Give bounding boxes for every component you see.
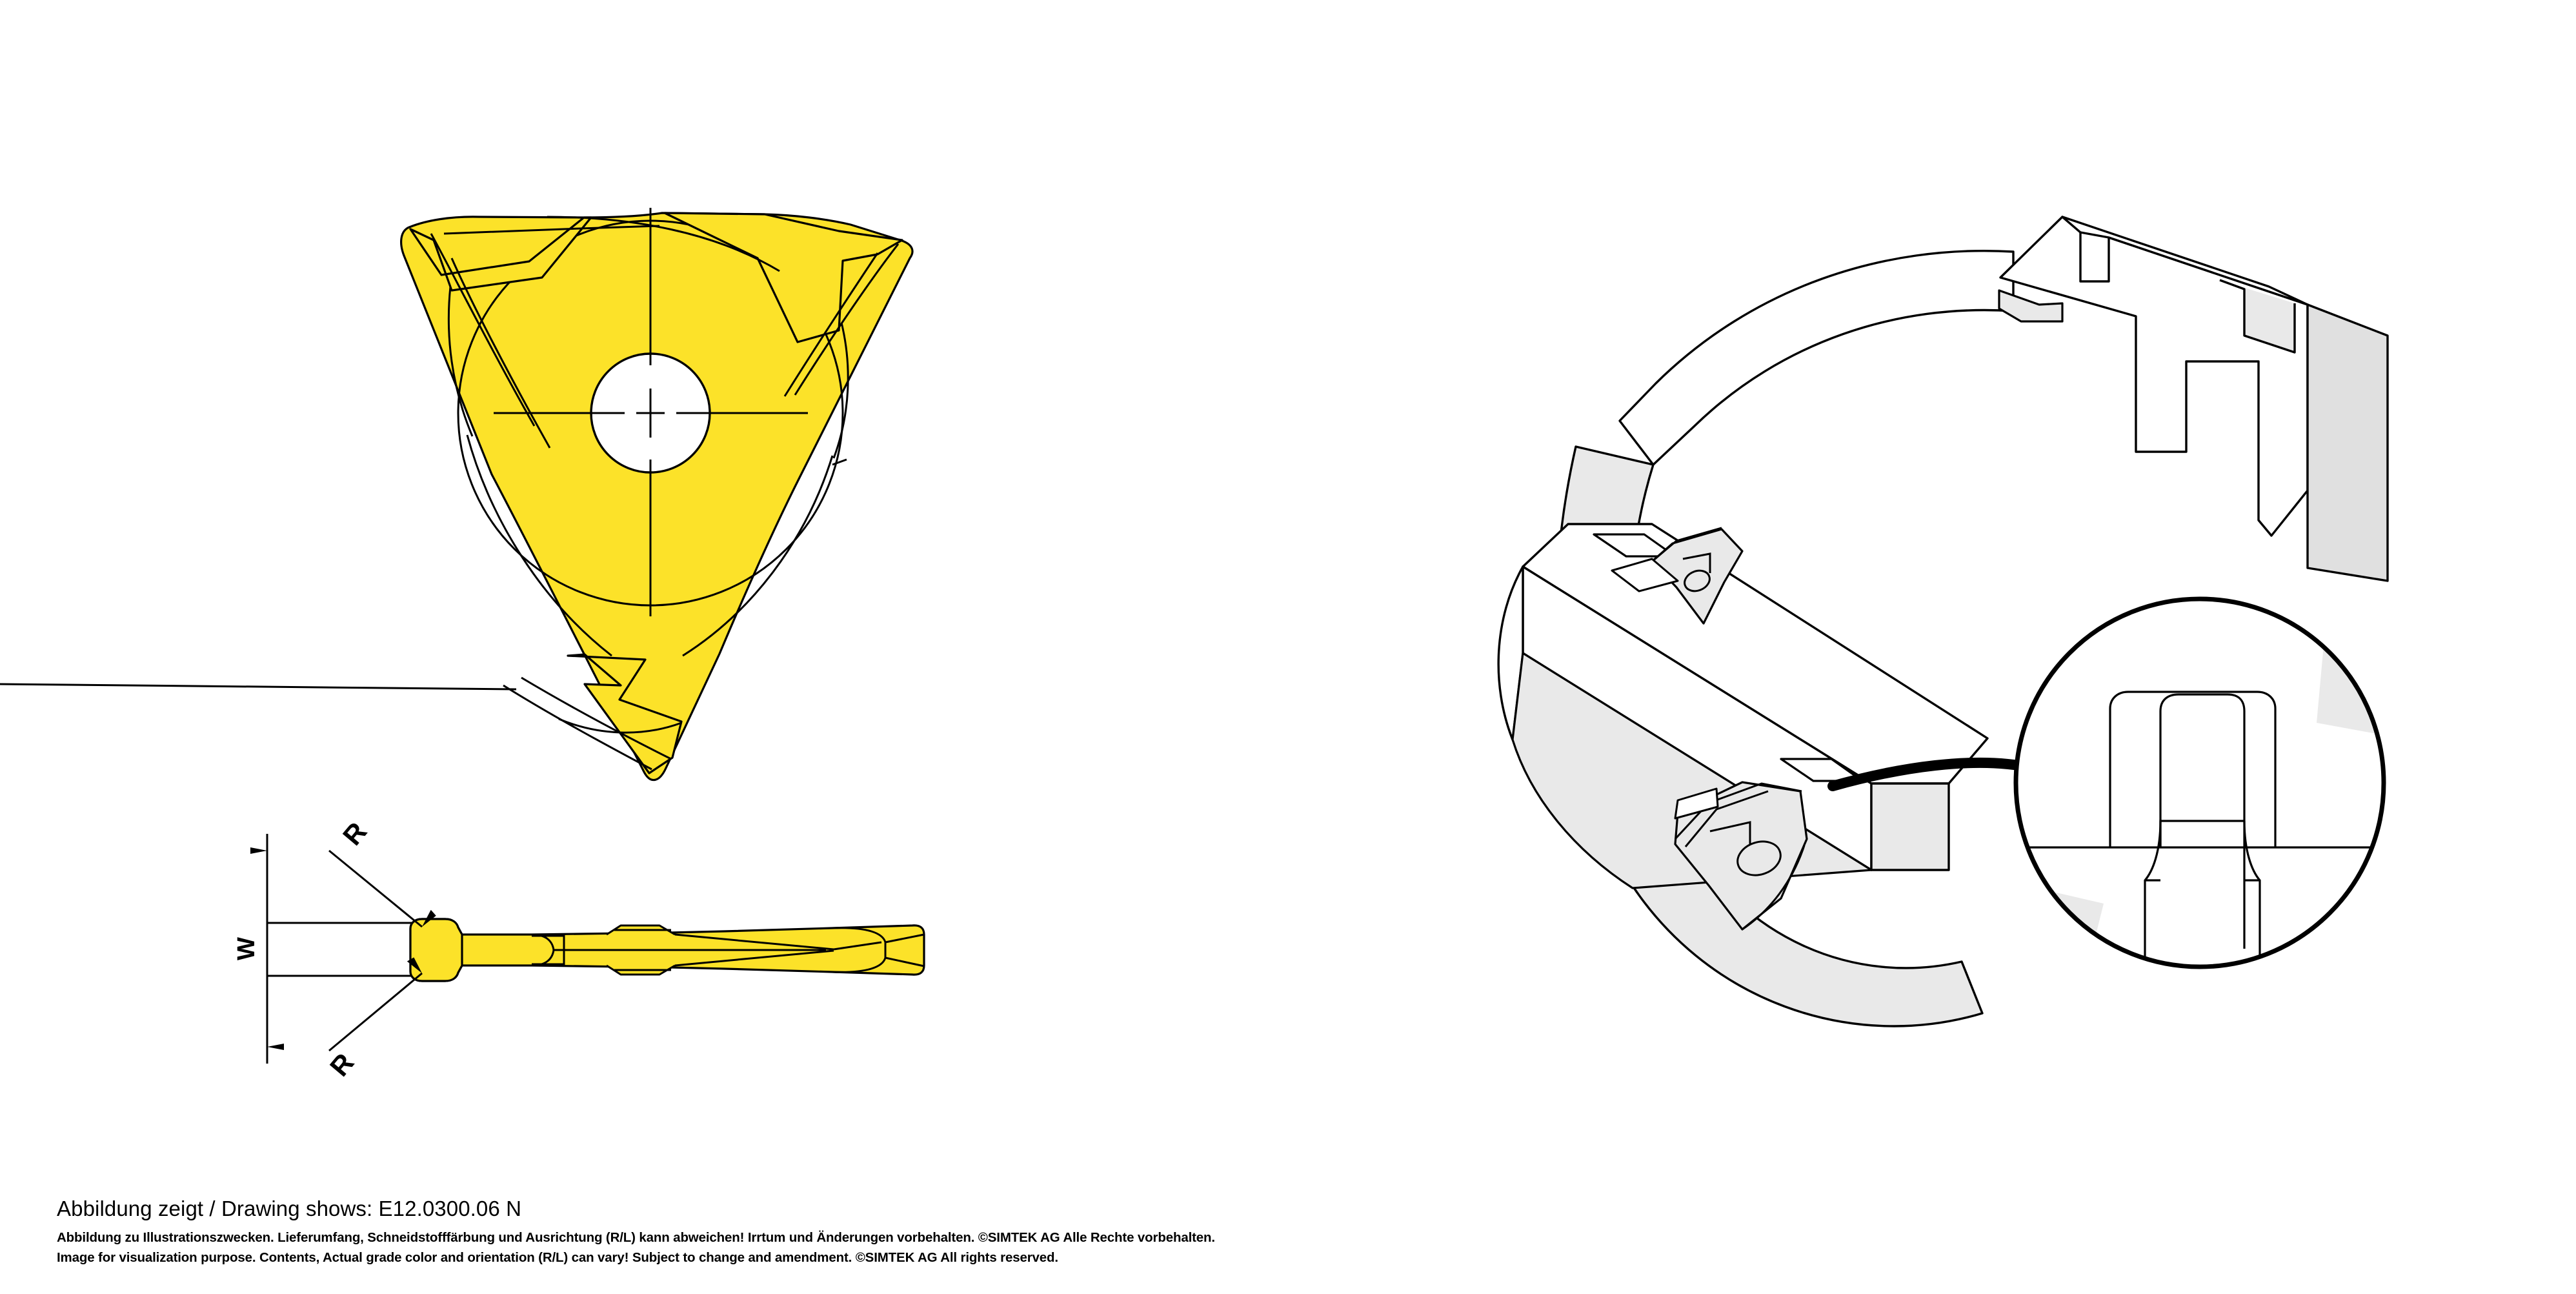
chipbreaker-edge-top-left-a: [430, 233, 536, 427]
side-waist-lower-b: [532, 950, 565, 965]
chipbreaker-edge-top-right-b: [783, 252, 879, 397]
chipbreaker-notch-top-left: [409, 216, 592, 292]
chipbreaker-edge-top-right-a: [794, 243, 900, 396]
assembly-insert-upper-notch: [1682, 552, 1711, 573]
assembly-insert-lower-shim: [1674, 787, 1719, 820]
insert-seat-upper: [1593, 533, 1676, 558]
side-waist-upper: [531, 933, 721, 951]
side-right-flare: [832, 927, 887, 973]
holder-top-block: [1999, 216, 2309, 537]
assembly-insert-upper-edge-top: [1651, 527, 1722, 563]
insert-top-outline: [400, 212, 914, 781]
assembly-insert-lower-face: [1674, 781, 1808, 931]
assembly-insert-lower-notch: [1709, 821, 1751, 851]
assembly-insert-upper-shim: [1611, 558, 1679, 592]
dimension-label-w: W: [227, 929, 266, 968]
assembly-insert-lower-relief: [1742, 845, 1806, 931]
detail-circle-fill: [2016, 599, 2384, 967]
disclaimer-english: Image for visualization purpose. Content…: [57, 1250, 1058, 1265]
side-right-flare-tip-upper: [885, 933, 925, 944]
tool-shank-front-face: [1522, 565, 1873, 871]
chipbreaker-notch-top-right: [663, 212, 903, 343]
land-line-top: [443, 225, 660, 235]
insert-seat-lower: [1780, 758, 1864, 782]
detail-root-radius-right: [2243, 820, 2261, 967]
holder-right-face-shade: [2306, 303, 2389, 582]
side-mid-relief-bottom: [606, 964, 676, 976]
assembly-insert-lower-hole: [1736, 840, 1782, 876]
footer-block: Abbildung zeigt / Drawing shows: E12.030…: [57, 1195, 1993, 1268]
insert-side-body: [409, 918, 925, 982]
dimension-label-r-top-text: R: [336, 816, 373, 851]
tool-shank-underside-shade: [1511, 652, 1873, 889]
detail-thread-crest: [2109, 691, 2277, 847]
chipbreaker-notch-bottom: [567, 653, 683, 774]
side-flute-upper: [674, 933, 834, 951]
assembly-insert-lower-edge-land: [1684, 790, 1769, 847]
relief-arc-bottom: [558, 718, 682, 734]
side-flute-tail-upper: [833, 941, 882, 951]
disclaimer-german: Abbildung zu Illustrationszwecken. Liefe…: [57, 1230, 1215, 1245]
detail-tip-nib: [2145, 964, 2154, 967]
insert-side-view-group: [250, 834, 925, 1064]
chipbreaker-edge-bottom-a: [503, 684, 652, 771]
side-left-flare: [409, 918, 463, 982]
detail-circle-border: [2013, 596, 2386, 969]
assembly-insert-upper-hole: [1684, 569, 1711, 592]
assembly-isometric-group: [1497, 216, 2389, 1058]
insert-clamp-hole: [590, 352, 711, 474]
chipbreaker-edge-top-left-b: [450, 258, 551, 449]
tool-shank-top-face: [1522, 523, 1989, 785]
detail-root-radius-left: [2144, 820, 2162, 967]
side-mid-relief-top: [606, 924, 676, 936]
insert-top-view-group: [0, 208, 914, 781]
workpiece-ring-inner-shade: [1555, 445, 1984, 1027]
holder-top-slot-left: [1998, 289, 2064, 323]
relief-arc-top-left: [447, 286, 474, 437]
tool-shank-side-face-shade: [1870, 782, 1950, 871]
drawing-shows-title: Abbildung zeigt / Drawing shows: E12.030…: [57, 1197, 522, 1220]
relief-arc-top-right: [832, 322, 849, 459]
radius-leader-upper: [328, 849, 436, 928]
corner-tick-bottom: [0, 683, 517, 691]
side-flute-lower: [674, 949, 834, 967]
dimension-label-r-top: R: [328, 807, 383, 862]
dimension-label-w-text: W: [233, 937, 260, 960]
detail-leader-arc: [1827, 757, 2038, 791]
face-arc-left: [466, 434, 612, 657]
insert-inscribed-circle: [457, 219, 844, 607]
dimension-label-r-bottom-text: R: [323, 1047, 360, 1082]
assembly-insert-lower: [1674, 781, 1808, 931]
assembly-insert-upper: [1611, 527, 1744, 625]
assembly-insert-lower-edge-top: [1674, 782, 1802, 840]
side-waist-lower: [531, 949, 555, 967]
tool-shank-left-nose: [1497, 565, 1524, 741]
chipbreaker-edge-bottom-b: [521, 676, 672, 760]
side-right-flare-tip-lower: [885, 956, 925, 967]
side-waist-upper-b: [532, 935, 565, 950]
workpiece-ring-outer: [1510, 361, 2259, 1058]
detail-bg-shade-bottom: [2016, 884, 2104, 967]
face-arc-right: [682, 455, 834, 657]
detail-bg-shade-right: [2317, 599, 2384, 736]
face-arc-top: [547, 216, 780, 272]
dimension-label-r-bottom: R: [315, 1038, 370, 1093]
holder-top-notch-right: [2219, 279, 2296, 354]
workpiece-arm-outer: [1618, 249, 2015, 466]
corner-tick-right: [832, 458, 847, 466]
assembly-insert-upper-face: [1651, 528, 1744, 625]
radius-leader-lower: [328, 957, 423, 1052]
detail-insert-tip: [2159, 693, 2246, 949]
holder-top-deck: [2061, 216, 2309, 306]
thread-profile-detail-group: [2013, 596, 2386, 969]
